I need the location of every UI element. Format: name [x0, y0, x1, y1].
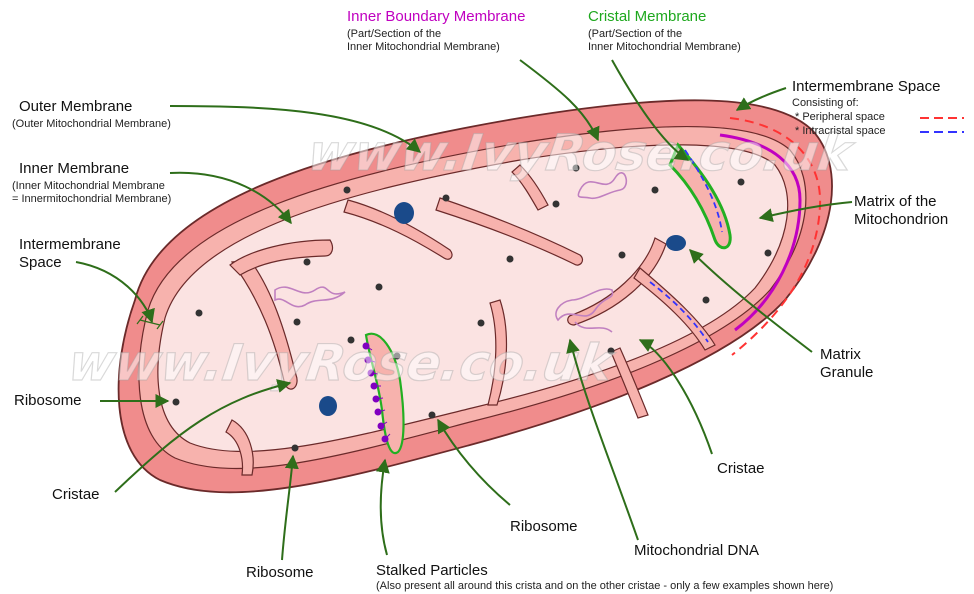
label-cristae-left: Cristae	[52, 486, 100, 503]
label-peripheral-space: * Peripheral space	[795, 111, 885, 124]
label-ribosome-bottom-left: Ribosome	[246, 564, 314, 581]
label-cristal-sub2: Inner Mitochondrial Membrane)	[588, 41, 741, 54]
label-ribosome-bottom-mid: Ribosome	[510, 518, 578, 535]
label-matrix-1: Matrix of the	[854, 193, 937, 210]
label-inner-membrane-title: Inner Membrane	[19, 160, 129, 177]
label-cristal-title: Cristal Membrane	[588, 8, 706, 25]
granule-1	[394, 202, 414, 224]
label-mito-dna: Mitochondrial DNA	[634, 542, 759, 559]
label-matrix-granule-2: Granule	[820, 364, 873, 381]
label-intermembrane-left-2: Space	[19, 254, 62, 271]
label-outer-membrane-sub: (Outer Mitochondrial Membrane)	[12, 118, 171, 131]
label-cristal-sub1: (Part/Section of the	[588, 28, 682, 41]
label-inner-membrane-sub2: = Innermitochondrial Membrane)	[12, 193, 171, 206]
watermark-2: www.IvyRose.co.uk	[65, 333, 619, 392]
label-ribosome-left: Ribosome	[14, 392, 82, 409]
pointer-stalked	[381, 460, 387, 555]
label-matrix-2: Mitochondrion	[854, 211, 948, 228]
label-inner-boundary-sub2: Inner Mitochondrial Membrane)	[347, 41, 500, 54]
label-outer-membrane-title: Outer Membrane	[19, 98, 132, 115]
label-intermembrane-left-1: Intermembrane	[19, 236, 121, 253]
label-matrix-granule-1: Matrix	[820, 346, 861, 363]
label-intermembrane-right-title: Intermembrane Space	[792, 78, 940, 95]
granule-3	[319, 396, 337, 416]
label-intermembrane-right-sub: Consisting of:	[792, 97, 859, 110]
label-inner-membrane-sub1: (Inner Mitochondrial Membrane	[12, 180, 165, 193]
label-cristae-right: Cristae	[717, 460, 765, 477]
label-inner-boundary-title: Inner Boundary Membrane	[347, 8, 525, 25]
label-intracristal-space: * Intracristal space	[795, 125, 885, 138]
label-stalked-sub: (Also present all around this crista and…	[376, 580, 833, 593]
label-inner-boundary-sub1: (Part/Section of the	[347, 28, 441, 41]
label-stalked-title: Stalked Particles	[376, 562, 488, 579]
granule-2	[666, 235, 686, 251]
